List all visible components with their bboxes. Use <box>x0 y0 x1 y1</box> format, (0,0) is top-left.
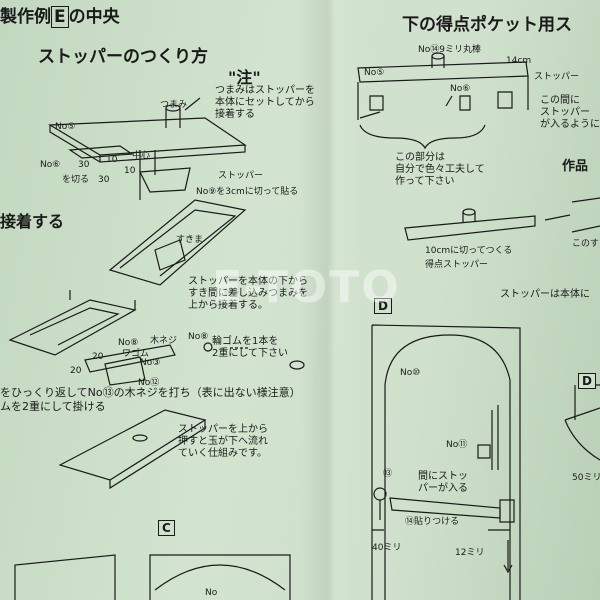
section-c-label: C <box>158 520 175 536</box>
dim-10-a: 10 <box>106 155 118 165</box>
attach-label: ⑭貼りつける <box>405 517 460 527</box>
knob <box>165 108 181 128</box>
score-stopper <box>404 215 536 241</box>
frame-top <box>108 199 247 286</box>
knob-note: つまみはストッパーを本体にセットしてから接着する <box>215 85 315 120</box>
insert-note: ストッパーを本体の下からすき間に差し込みつまみを上から接着する。 <box>188 276 308 311</box>
part-no10: No⑩ <box>400 368 421 378</box>
part-no8-a: No⑧ <box>118 338 139 348</box>
page-fold <box>300 0 360 600</box>
watermark: E-TOTO <box>212 262 401 313</box>
score-stopper-label: 得点ストッパー <box>425 260 489 270</box>
dim-20-b: 20 <box>70 366 82 376</box>
part-no11: No⑪ <box>446 440 468 450</box>
knob-top <box>165 104 181 112</box>
stopper-piece <box>68 145 134 159</box>
part-no5-right: No⑤ <box>364 68 385 78</box>
dim-30-a: 30 <box>78 160 90 170</box>
part-no5-label: No⑤ <box>55 122 76 132</box>
title-right: 下の得点ポケット用ス <box>402 15 572 35</box>
gap-stopper-note: この間にストッパーが入るように <box>540 95 600 130</box>
stopper-foot <box>139 167 191 193</box>
part-no6-right: No⑥ <box>450 84 471 94</box>
body-note: ストッパーは本体に <box>500 289 590 300</box>
brace <box>359 124 486 150</box>
subtitle-left: ストッパーのつくり方 <box>38 47 208 67</box>
center-label: 中心 <box>132 151 151 161</box>
dim-14cm: 14cm <box>506 56 532 66</box>
cut-label: を切る <box>62 175 90 185</box>
stopper-label: ストッパー <box>218 171 264 181</box>
dim-50mm: 50ミリ <box>572 473 600 483</box>
dim-30-b: 30 <box>98 175 110 185</box>
frame-bottom <box>58 409 207 490</box>
rod-label: No⑭9ミリ丸棒 <box>418 45 481 55</box>
flip-note: をひっくり返してNo⑬の木ネジを打ち（表に出ない様注意）ムを2重にして掛ける <box>0 386 301 413</box>
cut-3cm-note: No⑨を3cmに切って貼る <box>196 187 299 197</box>
frame-mid <box>8 299 137 356</box>
cut-10cm-note: 10cmに切ってつくる <box>425 246 513 256</box>
glue-heading: 接着する <box>0 212 65 231</box>
part-no8-b: No⑧ <box>188 332 209 342</box>
free-design-note: この部分は自分で色々工夫して作って下さい <box>395 152 485 187</box>
dim-40mm: 40ミリ <box>372 543 402 553</box>
dim-10-b: 10 <box>124 166 136 176</box>
stopper-mech-note: ストッパーを上から押すと玉が下へ流れていく仕組みです。 <box>178 424 268 459</box>
note-heading: "注" <box>228 68 261 87</box>
part-no13: ⑬ <box>383 469 393 479</box>
section-d-right-label: D <box>578 373 596 389</box>
product-heading: 作品 <box>562 159 589 174</box>
part-no-c: No <box>205 588 218 598</box>
section-d-label: D <box>374 298 392 314</box>
rubber-label: ワゴム <box>122 349 150 359</box>
part-no6-label: No⑥ <box>40 160 61 170</box>
insert-stopper-note: 間にストッパーが入る <box>418 471 468 494</box>
stopper-board <box>47 117 247 163</box>
screw-label: 木ネジ <box>150 336 178 346</box>
knob-label: つまみ <box>160 100 188 110</box>
part-no3: No③ <box>140 358 161 368</box>
dim-12mm: 12ミリ <box>455 548 485 558</box>
gap-right-label: このすき間 <box>572 239 600 249</box>
gap-label: すきま <box>176 235 204 245</box>
panel-d <box>371 324 521 600</box>
stopper-label-right: ストッパー <box>534 72 580 82</box>
part-no12: No⑫ <box>138 378 160 388</box>
dim-20-a: 20 <box>92 352 104 362</box>
